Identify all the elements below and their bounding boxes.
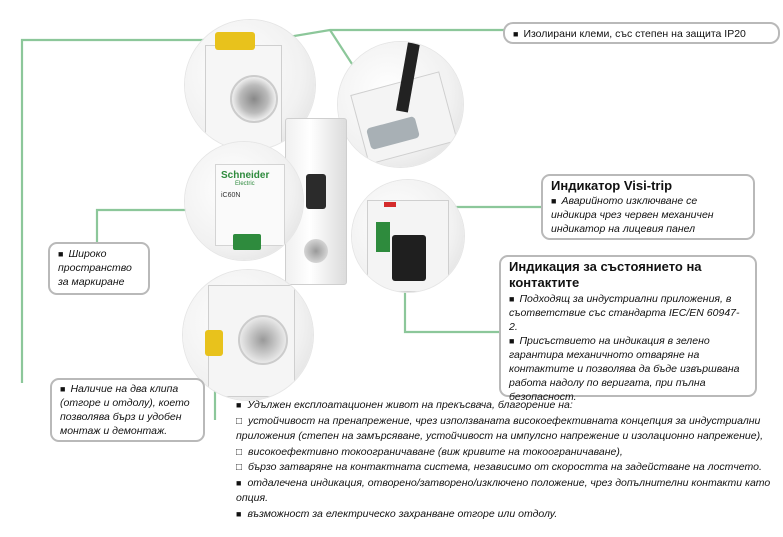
brand-sub: Electric <box>235 181 255 187</box>
terminal-closeup-image <box>185 20 315 150</box>
bottom-item2: отдалечена индикация, отворено/затворено… <box>236 476 776 507</box>
model-label: iC60N <box>221 192 241 199</box>
callout-marking-text: Широко пространство за маркиране <box>58 248 132 288</box>
clip-closeup-image <box>183 270 313 400</box>
callout-clips-text: Наличие на два клипа (отгоре и отдолу), … <box>60 383 190 437</box>
bottom-sub2: високоефективно токоограничаване (виж кр… <box>236 445 776 461</box>
front-label-closeup-image: Schneider Electric iC60N <box>185 142 303 260</box>
callout-status-item1: Подходящ за индустриални приложения, в с… <box>509 292 747 334</box>
callout-terminals: Изолирани клеми, със степен на защита IP… <box>503 22 780 44</box>
bottom-description: Удължен експлоатационен живот на прекъсв… <box>236 398 776 522</box>
terminal-screw <box>230 75 278 123</box>
red-indicator <box>384 202 396 207</box>
callout-status-title: Индикация за състоянието на контактите <box>509 259 702 290</box>
clip-yellow <box>205 330 223 356</box>
black-handle <box>392 235 426 281</box>
callout-visitrip-text: Аварийното изключване се индикира чрез ч… <box>551 194 745 236</box>
bottom-intro: Удължен експлоатационен живот на прекъсв… <box>236 398 776 414</box>
terminal-clip-yellow <box>215 32 255 50</box>
breaker-handle <box>306 174 326 209</box>
callout-status: Индикация за състоянието на контактите П… <box>499 255 757 403</box>
brand-logo: Schneider <box>221 170 270 181</box>
bottom-item3: възможност за електрическо захранване от… <box>236 507 776 523</box>
green-handle <box>233 234 261 250</box>
bottom-sub1: устойчивост на пренапрежение, чрез изпол… <box>236 414 776 445</box>
bottom-sub3: бързо затваряне на контактната система, … <box>236 460 776 476</box>
visitrip-closeup-image <box>352 180 464 292</box>
green-indicator <box>376 222 390 252</box>
connector-clips <box>20 38 213 383</box>
callout-clips: Наличие на два клипа (отгоре и отдолу), … <box>50 378 205 442</box>
screwdriver-closeup-image <box>338 42 463 167</box>
callout-status-item2: Присъствието на индикация в зелено гаран… <box>509 334 747 404</box>
connector-marking <box>95 208 190 245</box>
callout-visitrip: Индикатор Visi-trip Аварийното изключван… <box>541 174 755 240</box>
callout-visitrip-title: Индикатор Visi-trip <box>551 178 673 193</box>
callout-marking: Широко пространство за маркиране <box>48 242 150 295</box>
callout-terminals-text: Изолирани клеми, със степен на защита IP… <box>513 28 746 40</box>
